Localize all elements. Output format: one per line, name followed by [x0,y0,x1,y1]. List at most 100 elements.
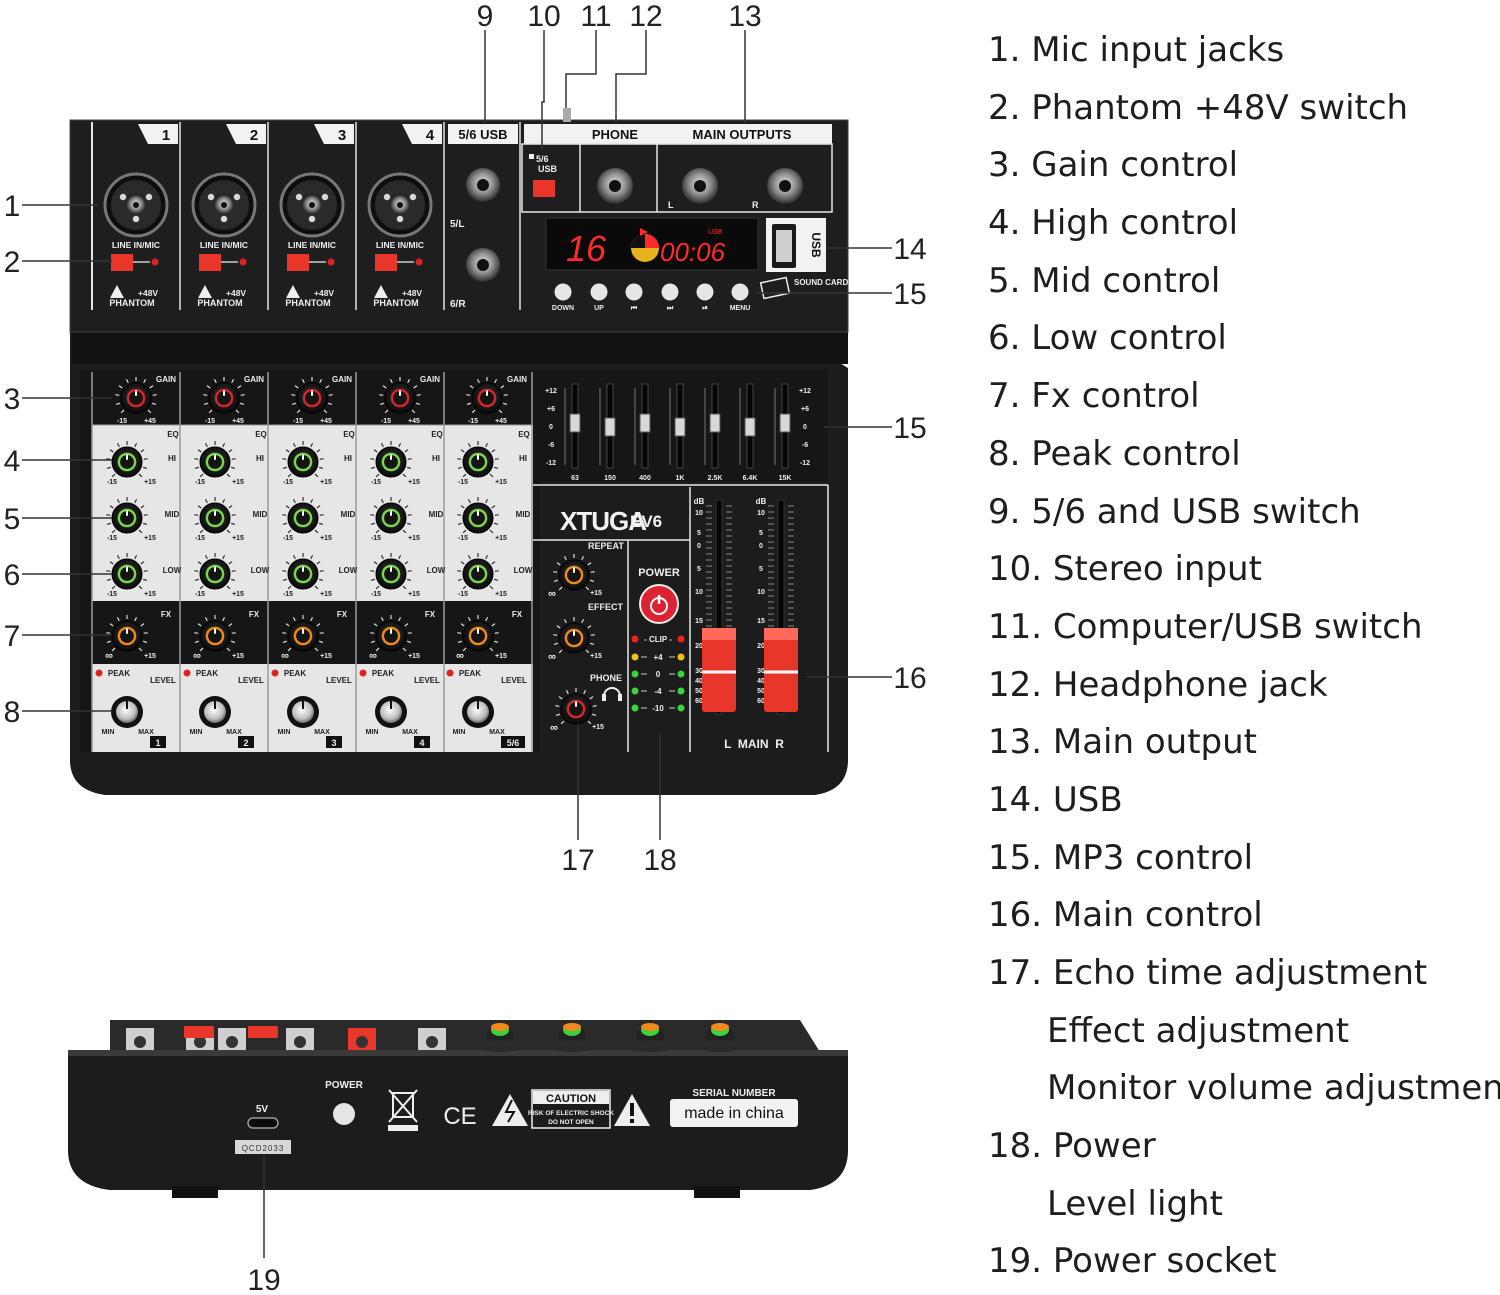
phantom-switch[interactable] [375,254,397,271]
peak-label: PEAK [372,669,394,678]
low-knob[interactable] [194,553,236,590]
geq-slider[interactable] [744,417,756,437]
stereo-right-label: 6/R [450,299,466,310]
weee-icon [388,1089,418,1131]
combo-jack[interactable] [279,172,345,238]
legend-item: 5. Mid control [988,260,1221,301]
geq-slider[interactable] [639,413,651,433]
gain-max-label: +45 [320,418,332,425]
geq-slider[interactable] [779,413,791,433]
hi-label: HI [519,454,527,463]
level-knob[interactable] [199,696,231,728]
mp3-button[interactable] [554,283,572,301]
level-knob[interactable] [462,696,494,728]
fx-label: FX [512,610,523,619]
eq-min-label: -15 [195,479,205,486]
mp3-button[interactable] [696,283,714,301]
fx-knob[interactable] [282,615,324,652]
callout-14: 14 [893,233,926,266]
computer-usb-switch[interactable] [533,180,555,197]
geq-slider[interactable] [604,417,616,437]
low-knob[interactable] [106,553,148,590]
fader-scale: 5 [697,530,701,537]
fx-knob[interactable] [370,615,412,652]
level-knob[interactable] [287,696,319,728]
mp3-button[interactable] [661,283,679,301]
low-label: LOW [163,566,182,575]
phantom-switch[interactable] [199,254,221,271]
phone-volume-knob[interactable] [555,688,597,725]
hi-knob[interactable] [194,441,236,478]
mid-knob[interactable] [282,497,324,534]
hi-label: HI [344,454,352,463]
low-knob[interactable] [282,553,324,590]
meter-led [677,670,685,678]
legend-item: 19. Power socket [988,1241,1277,1282]
eq-max-label: +15 [320,535,332,542]
power-socket[interactable] [247,1117,279,1129]
gain-knob[interactable] [115,377,157,414]
low-knob[interactable] [370,553,412,590]
geq-slider[interactable] [709,413,721,433]
repeat-knob[interactable] [553,554,595,591]
legend-item: 7. Fx control [988,376,1200,417]
callout-15a: 15 [893,278,926,311]
mid-knob[interactable] [370,497,412,534]
mp3-button[interactable] [625,283,643,301]
rear-power-button[interactable] [333,1103,355,1125]
hi-label: HI [168,454,176,463]
main-fader-right[interactable] [764,628,798,712]
eq-max-label: +15 [144,535,156,542]
fx-knob[interactable] [106,615,148,652]
peak-led [271,669,279,677]
hi-knob[interactable] [457,441,499,478]
level-min-label: MIN [278,729,291,736]
callout-7: 7 [4,620,21,653]
geq-slider[interactable] [569,413,581,433]
mp3-button-label: MENU [730,305,751,312]
callout-4: 4 [4,445,21,478]
hi-knob[interactable] [370,441,412,478]
channel-number: 4 [426,127,435,144]
eq-max-label: +15 [495,591,507,598]
gain-knob[interactable] [203,377,245,414]
peak-led [183,669,191,677]
hi-knob[interactable] [106,441,148,478]
fader-scale: 10 [695,510,703,517]
mid-knob[interactable] [106,497,148,534]
fx-knob[interactable] [457,615,499,652]
geq-slider[interactable] [674,417,686,437]
level-knob[interactable] [375,696,407,728]
combo-jack[interactable] [103,172,169,238]
phantom-switch[interactable] [287,254,309,271]
combo-jack[interactable] [367,172,433,238]
gain-knob[interactable] [379,377,421,414]
eq-min-label: -15 [107,535,117,542]
mp3-button[interactable] [731,283,749,301]
gain-knob[interactable] [466,377,508,414]
mid-label: MID [165,510,180,519]
low-knob[interactable] [457,553,499,590]
gain-max-label: +45 [144,418,156,425]
hi-knob[interactable] [282,441,324,478]
meter-led [677,653,685,661]
gain-max-label: +45 [408,418,420,425]
fader-scale: 10 [695,589,703,596]
meter-label: 0 [656,670,661,679]
mid-knob[interactable] [457,497,499,534]
eq-min-label: -15 [107,591,117,598]
main-fader-left[interactable] [702,628,736,712]
gain-knob[interactable] [291,377,333,414]
combo-jack[interactable] [191,172,257,238]
mp3-button[interactable] [590,283,608,301]
mid-knob[interactable] [194,497,236,534]
phantom-switch[interactable] [111,254,133,271]
fx-knob[interactable] [194,615,236,652]
phantom-label: +48V [402,288,422,298]
peak-led [95,669,103,677]
fx-min-label: ∞ [369,650,377,662]
effect-knob[interactable] [553,617,595,654]
level-knob[interactable] [111,696,143,728]
fader-scale: 20 [695,643,703,650]
eq-min-label: -15 [371,535,381,542]
